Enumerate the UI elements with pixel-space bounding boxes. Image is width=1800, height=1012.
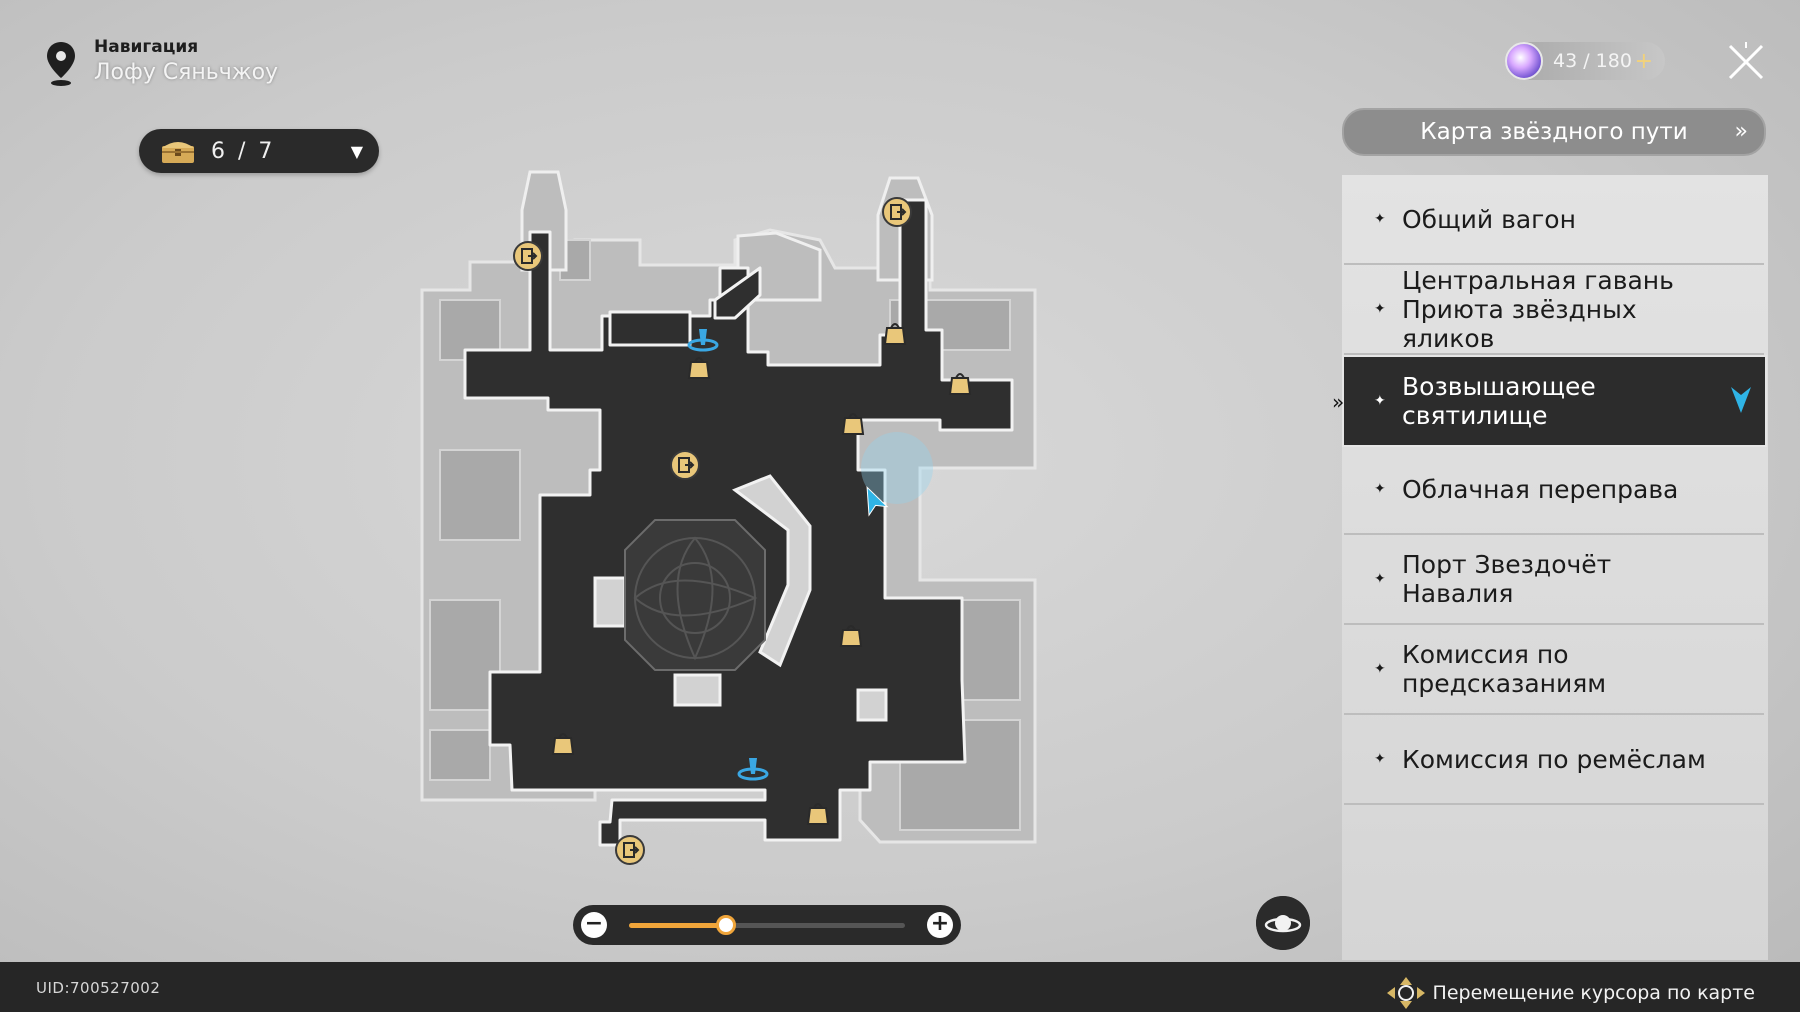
shop-bag-icon[interactable] (839, 625, 863, 647)
space-anchor-icon[interactable] (687, 329, 719, 352)
map-bridge-walkway (593, 474, 888, 722)
chevron-down-icon[interactable]: ▼ (350, 141, 363, 161)
area-item-label: Комиссия по предсказаниям (1402, 640, 1607, 698)
player-arrow-icon (866, 486, 889, 517)
area-item-central-harbor[interactable]: ✦ Центральная гавань Приюта звёздных яли… (1344, 265, 1764, 355)
sparkle-icon: ✦ (1374, 751, 1386, 767)
shop-bag-icon[interactable] (551, 733, 575, 755)
area-item-label: Порт Звездочёт Навалия (1402, 550, 1612, 608)
area-item-starskiff-haven[interactable]: ✦ Порт Звездочёт Навалия (1344, 535, 1764, 625)
sparkle-icon: ✦ (1374, 481, 1386, 497)
zoom-in-button[interactable]: + (927, 912, 953, 938)
map-pin-icon (47, 42, 75, 86)
treasure-chest-counter[interactable]: 6 / 7 ▼ (139, 129, 379, 173)
exit-door-icon[interactable] (670, 450, 700, 480)
double-chevron-right-icon: » (1734, 119, 1748, 144)
current-selection-arrow-icon: » (1332, 390, 1345, 414)
location-name: Лофу Сяньчжоу (94, 60, 279, 85)
exit-door-icon[interactable] (513, 241, 543, 271)
area-item-exalting-sanctum[interactable]: » ✦ Возвышающее святилище (1332, 355, 1767, 447)
zoom-control[interactable]: − + (573, 905, 961, 945)
shop-markers (551, 323, 972, 825)
planet-orbit-icon[interactable] (1256, 896, 1310, 950)
player-location-icon (1731, 387, 1751, 413)
area-item-label: Общий вагон (1402, 204, 1576, 234)
player-glow (861, 432, 933, 504)
exit-door-icon[interactable] (882, 197, 912, 227)
close-icon[interactable] (1726, 42, 1766, 82)
area-item-label: Возвышающее святилище (1402, 372, 1596, 430)
user-id: UID:700527002 (36, 979, 161, 997)
chest-count: 6 / 7 (211, 138, 276, 164)
shop-bag-icon[interactable] (883, 323, 907, 345)
add-power-button[interactable]: + (1634, 48, 1653, 74)
exit-door-icon[interactable] (615, 835, 645, 865)
hint-text: Перемещение курсора по карте (1432, 982, 1755, 1004)
area-item-label: Облачная переправа (1402, 474, 1679, 504)
control-hint: Перемещение курсора по карте (1385, 975, 1755, 1011)
sparkle-icon: ✦ (1374, 211, 1386, 227)
zoom-slider[interactable] (629, 915, 905, 935)
zoom-slider-handle[interactable] (715, 915, 736, 935)
shop-bag-icon[interactable] (948, 373, 972, 395)
footer-bar: UID:700527002 Перемещение курсора по кар… (0, 962, 1800, 1012)
central-plaza (624, 519, 766, 671)
gamepad-stick-icon (1386, 977, 1425, 1009)
shop-bag-icon[interactable] (687, 357, 711, 379)
star-map-label: Карта звёздного пути (1420, 119, 1688, 145)
zoom-out-button[interactable]: − (581, 912, 607, 938)
zoom-slider-fill (629, 923, 726, 928)
shop-bag-icon[interactable] (841, 413, 865, 435)
area-item-common-car[interactable]: ✦ Общий вагон (1344, 175, 1764, 265)
trailblaze-power-icon (1505, 42, 1543, 80)
shop-bag-icon[interactable] (806, 803, 830, 825)
area-item-label: Комиссия по ремёслам (1402, 744, 1706, 774)
sparkle-icon: ✦ (1374, 571, 1386, 587)
exit-markers (513, 197, 912, 865)
star-map-button[interactable]: Карта звёздного пути » (1342, 108, 1766, 156)
space-anchor-icon[interactable] (737, 758, 769, 781)
area-item-artisanship-commission[interactable]: ✦ Комиссия по ремёслам (1344, 715, 1764, 805)
navigation-label: Навигация (94, 37, 199, 57)
sparkle-icon: ✦ (1374, 301, 1386, 317)
trailblaze-power-value: 43 / 180 (1553, 50, 1632, 72)
area-item-label: Центральная гавань Приюта звёздных ялико… (1402, 265, 1674, 353)
sparkle-icon: ✦ (1374, 393, 1386, 409)
area-list-panel: ✦ Общий вагон ✦ Центральная гавань Приют… (1332, 175, 1768, 960)
area-item-divination-commission[interactable]: ✦ Комиссия по предсказаниям (1344, 625, 1764, 715)
area-item-cloudford[interactable]: ✦ Облачная переправа (1344, 445, 1764, 535)
space-anchor-markers (687, 329, 769, 781)
trailblaze-power-badge[interactable]: 43 / 180 + (1505, 42, 1665, 80)
chest-icon (162, 142, 194, 163)
sparkle-icon: ✦ (1374, 661, 1386, 677)
navigation-header: Навигация Лофу Сяньчжоу (44, 36, 278, 88)
